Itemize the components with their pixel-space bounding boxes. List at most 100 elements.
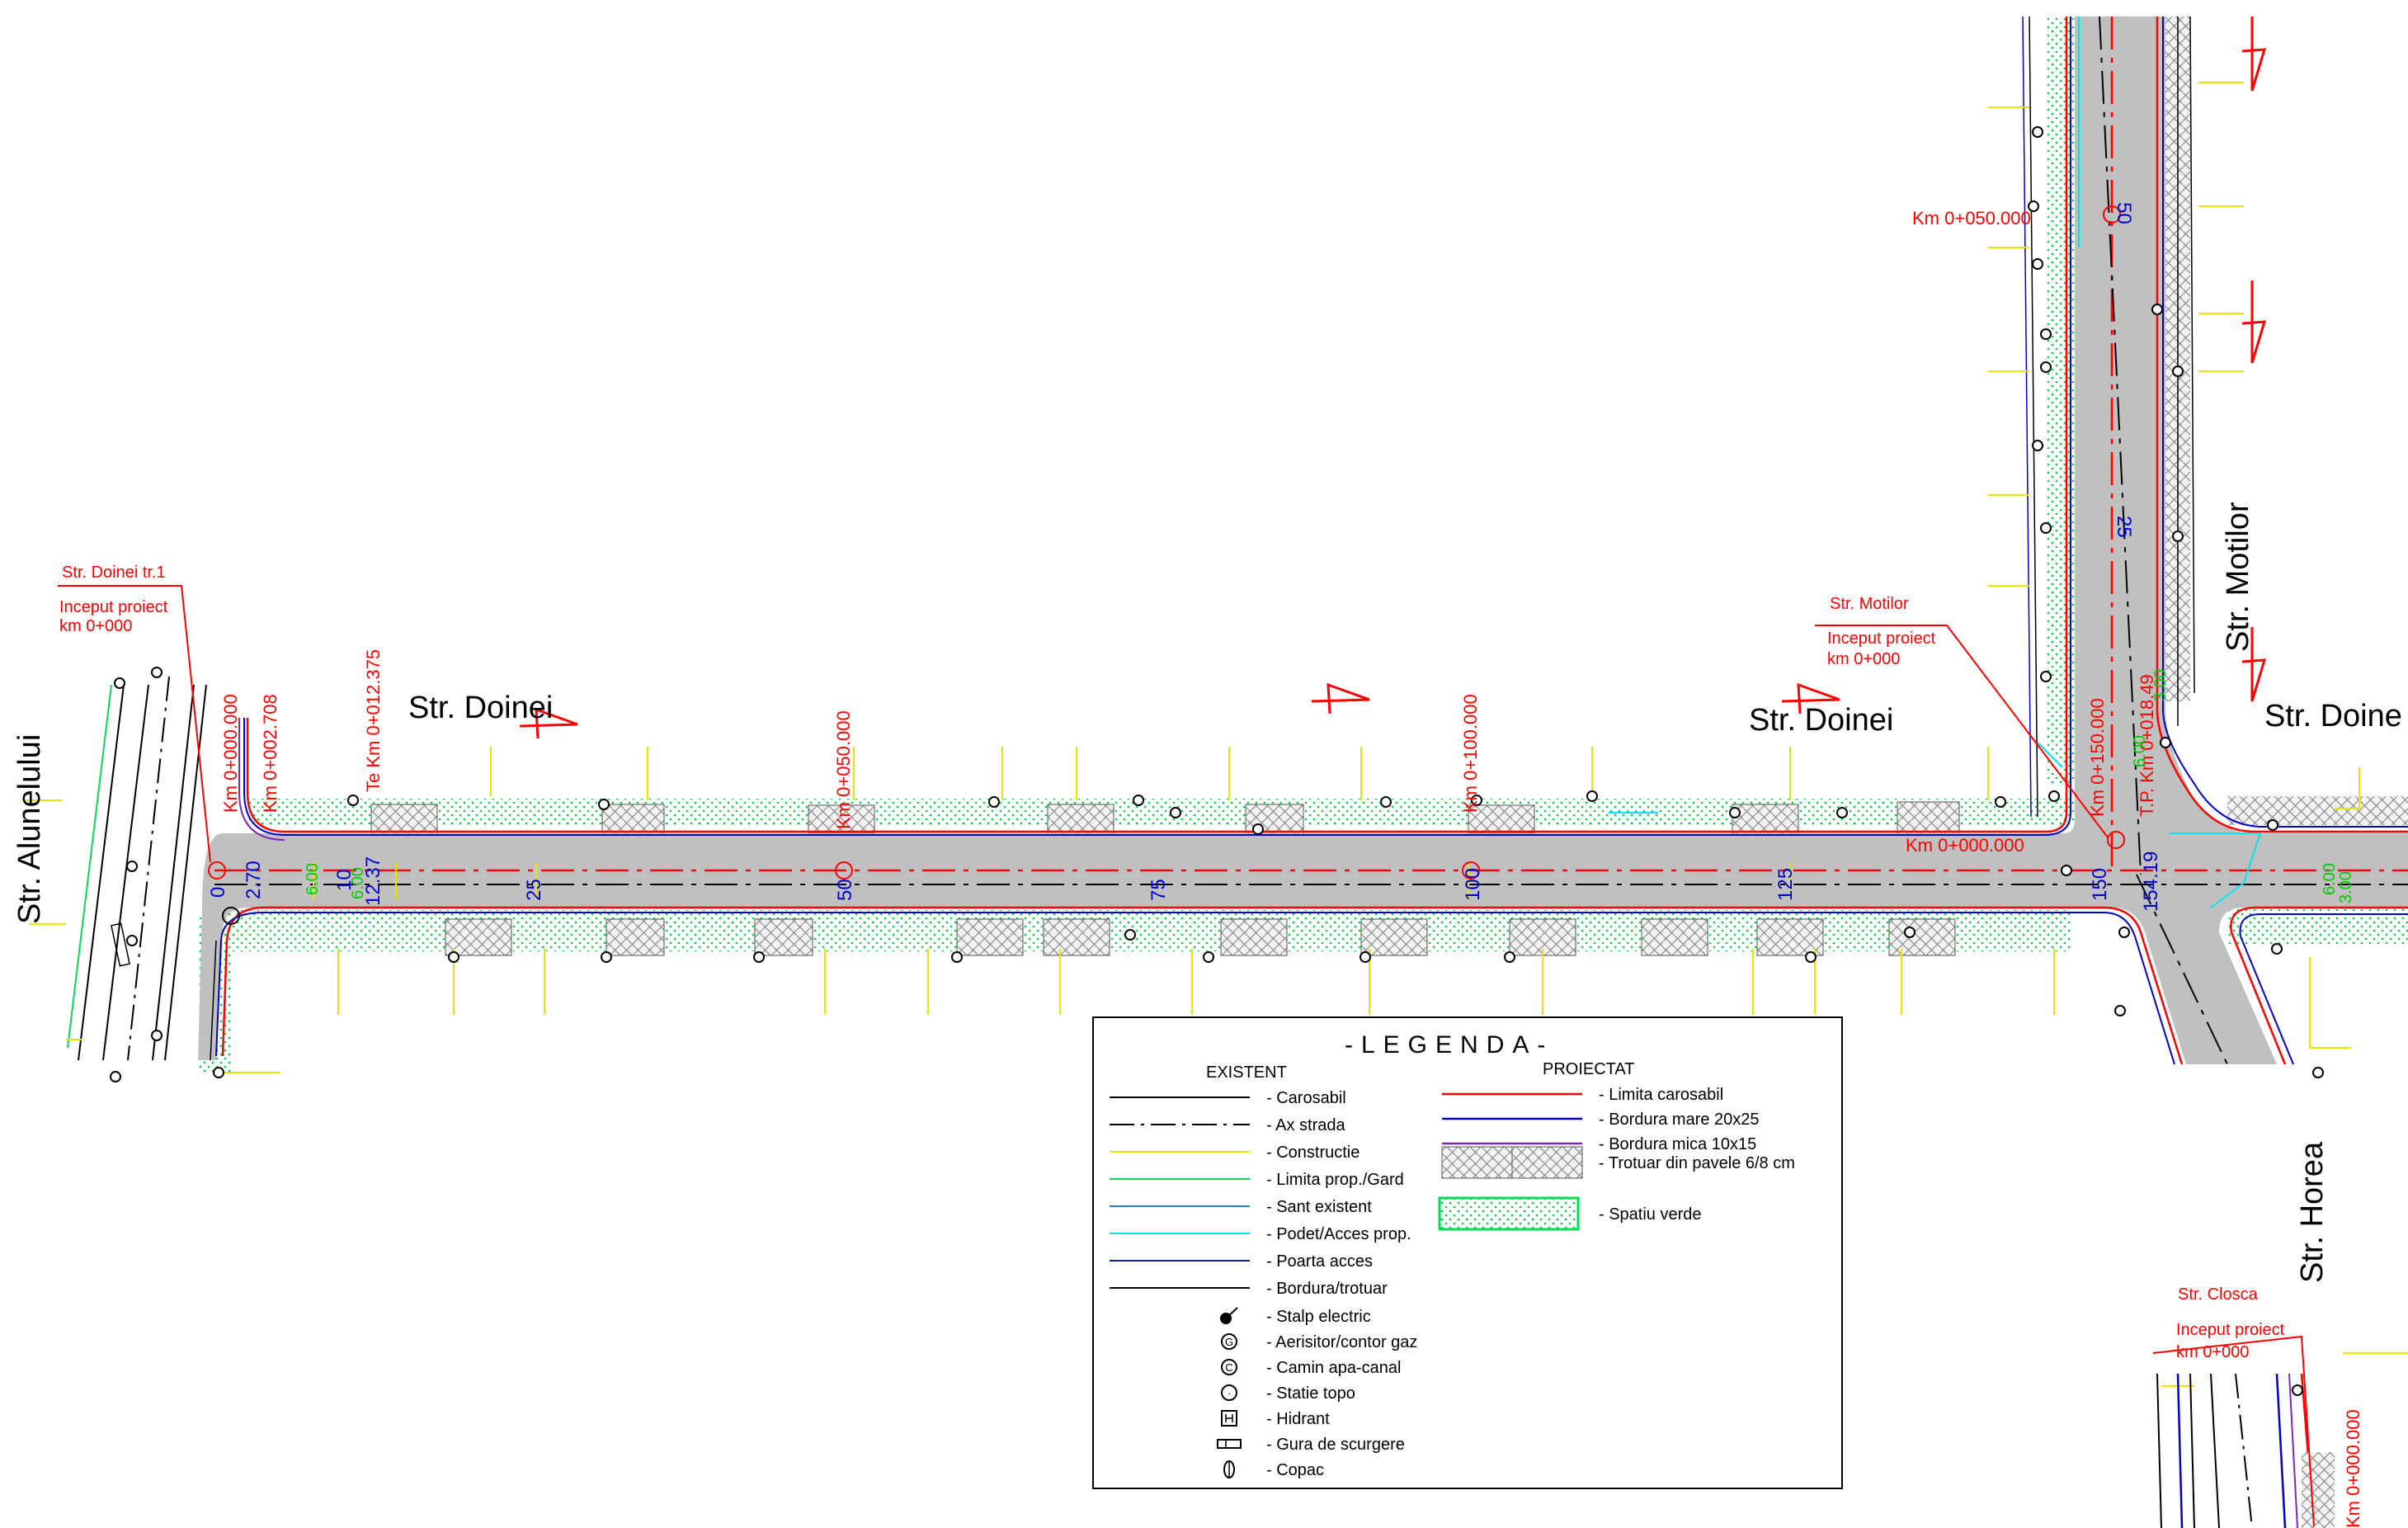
svg-text:km 0+000: km 0+000 <box>2176 1343 2249 1361</box>
legend-title: -LEGENDA- <box>1345 1031 1553 1059</box>
svg-text:Inceput proiect: Inceput proiect <box>59 598 168 616</box>
svg-text:0: 0 <box>207 887 229 898</box>
legend-existent-item: - Poarta acces <box>1110 1252 1373 1271</box>
alunelului-road <box>67 676 207 1061</box>
legend-existent-item: - Carosabil <box>1110 1089 1346 1107</box>
legend-proiectat-label: - Bordura mica 10x15 <box>1599 1135 1756 1153</box>
legend-proiectat-item: - Limita carosabil <box>1442 1086 1723 1104</box>
km-doinei-100: Km 0+100.000 <box>1460 694 1481 813</box>
legend-trotuar-swatch <box>1441 1146 1513 1179</box>
manhole-icon: C- Camin apa-canal <box>1221 1359 1401 1377</box>
svg-text:3.00: 3.00 <box>2151 669 2170 701</box>
svg-text:50: 50 <box>2113 202 2135 224</box>
km-doinei-end: Km 0+000.000 <box>1906 835 2024 856</box>
legend-existent-label: - Poarta acces <box>1266 1252 1373 1271</box>
street-horea: Str. Horea <box>2295 1141 2330 1283</box>
sidewalk-pavers-north <box>370 801 1960 836</box>
km-doinei-150: Km 0+150.000 <box>2087 698 2108 817</box>
legend-existent-item: - Constructie <box>1110 1144 1360 1162</box>
legend-existent-label: - Sant existent <box>1266 1198 1372 1216</box>
callout-leaders <box>58 585 2315 1527</box>
legend-symbol-label: - Statie topo <box>1266 1384 1355 1403</box>
access-cyan <box>1609 17 2262 908</box>
svg-text:125: 125 <box>1774 868 1797 901</box>
svg-text:km 0+000: km 0+000 <box>59 617 132 635</box>
pole-icon: - Stalp electric <box>1220 1307 1371 1326</box>
curbs <box>210 17 2408 1065</box>
svg-text:km 0+000: km 0+000 <box>1827 650 1900 668</box>
svg-text:2.70: 2.70 <box>243 861 265 899</box>
legend-proiectat-label: - Bordura mare 20x25 <box>1599 1111 1760 1129</box>
legend-existent-head: EXISTENT <box>1206 1063 1287 1082</box>
legend-symbol-label: - Gura de scurgere <box>1266 1436 1405 1454</box>
road-axes <box>214 16 2408 1065</box>
svg-text:25: 25 <box>2113 516 2135 538</box>
legend-existent-item: - Sant existent <box>1110 1198 1372 1216</box>
svg-text:100: 100 <box>1462 868 1484 901</box>
legend-proiectat-head: PROIECTAT <box>1543 1060 1634 1078</box>
legend-symbol-label: - Copac <box>1266 1461 1324 1479</box>
svg-text:10: 10 <box>333 869 356 891</box>
legend-existent-label: - Constructie <box>1266 1144 1360 1162</box>
legend-existent-label: - Bordura/trotuar <box>1266 1280 1388 1298</box>
legend-existent-label: - Ax strada <box>1266 1116 1345 1134</box>
km-doinei-0b: Km 0+002.708 <box>260 694 280 813</box>
legend-proiectat-item: - Bordura mica 10x15 <box>1442 1135 1756 1153</box>
width-labels: 6.00 6.00 3.00 6.00 3.00 6.00 <box>304 669 2355 903</box>
svg-text:75: 75 <box>1147 879 1170 901</box>
carriageway <box>198 17 2408 1064</box>
svg-text:Inceput proiect: Inceput proiect <box>1827 630 1936 648</box>
legend-spatiu: - Spatiu verde <box>1599 1205 1702 1224</box>
axis-markers <box>208 205 2125 925</box>
km-motilor-50: Km 0+050.000 <box>1912 208 2031 229</box>
stations-doinei: 0 2.70 10 12.37 25 50 75 100 125 150 154… <box>207 851 2162 912</box>
svg-text:6.00: 6.00 <box>304 863 322 895</box>
street-doinei-left: Str. Doinei <box>408 691 553 725</box>
station-ticks <box>313 862 1791 899</box>
legend-symbol-label: - Hidrant <box>1266 1410 1330 1428</box>
legend-symbol-label: - Aerisitor/contor gaz <box>1266 1333 1417 1351</box>
street-alunelului: Str. Alunelului <box>12 734 47 924</box>
drain-icon: - Gura de scurgere <box>1217 1436 1405 1454</box>
callout-closca: Str. Closca Inceput proiect km 0+000 <box>2176 1285 2285 1361</box>
legend-existent-label: - Podet/Acces prop. <box>1266 1225 1411 1243</box>
gas-icon: G - Aerisitor/contor gaz <box>1221 1333 1417 1351</box>
legend-existent-label: - Carosabil <box>1266 1089 1346 1107</box>
topo-icon: · - Statie topo <box>1221 1384 1355 1403</box>
svg-text:6.00: 6.00 <box>2321 863 2339 895</box>
km-doinei-0: Km 0+000.000 <box>220 694 241 813</box>
legend-existent-item: - Ax strada <box>1110 1116 1345 1134</box>
km-doinei-50: Km 0+050.000 <box>833 710 854 829</box>
svg-text:3.00: 3.00 <box>2337 871 2355 903</box>
svg-text:Inceput proiect: Inceput proiect <box>2176 1321 2285 1339</box>
svg-text:150: 150 <box>2089 868 2111 901</box>
legend-existent-item: - Limita prop./Gard <box>1110 1171 1404 1189</box>
svg-text:154.19: 154.19 <box>2140 851 2162 912</box>
svg-text:G: G <box>1225 1336 1233 1348</box>
street-doinei-right: Str. Doinei <box>1749 703 1893 738</box>
legend-trotuar-swatch-2 <box>1511 1146 1583 1179</box>
svg-text:·: · <box>1228 1387 1231 1399</box>
svg-text:6.00: 6.00 <box>349 867 367 899</box>
svg-text:12.37: 12.37 <box>362 856 384 906</box>
legend-existent-item: - Bordura/trotuar <box>1110 1280 1388 1298</box>
svg-text:Str. Motilor: Str. Motilor <box>1830 595 1909 613</box>
section-markers <box>519 17 2267 739</box>
km-closca-0: Km 0+000.000 <box>2343 1409 2363 1528</box>
legend-existent-label: - Limita prop./Gard <box>1266 1171 1404 1189</box>
svg-text:Str. Closca: Str. Closca <box>2178 1285 2259 1304</box>
tree-icon: - Copac <box>1223 1460 1324 1479</box>
svg-text:50: 50 <box>834 879 856 901</box>
km-motilor-tp: T.P. Km 0+018.49 <box>2137 674 2157 817</box>
stations-motilor: 50 25 <box>2113 202 2135 538</box>
legend-spatiu-swatch <box>1438 1196 1580 1231</box>
street-doinei-far: Str. Doine <box>2264 699 2402 733</box>
legend-existent-item: - Podet/Acces prop. <box>1110 1225 1411 1243</box>
legend-symbol-label: - Camin apa-canal <box>1266 1359 1401 1377</box>
legend: -LEGENDA- EXISTENT PROIECTAT - Carosabil… <box>1092 1016 1843 1489</box>
callout-motilor: Str. Motilor Inceput proiect km 0+000 <box>1827 595 1936 668</box>
legend-proiectat-label: - Limita carosabil <box>1599 1086 1723 1104</box>
svg-text:Str. Doinei tr.1: Str. Doinei tr.1 <box>62 564 166 582</box>
